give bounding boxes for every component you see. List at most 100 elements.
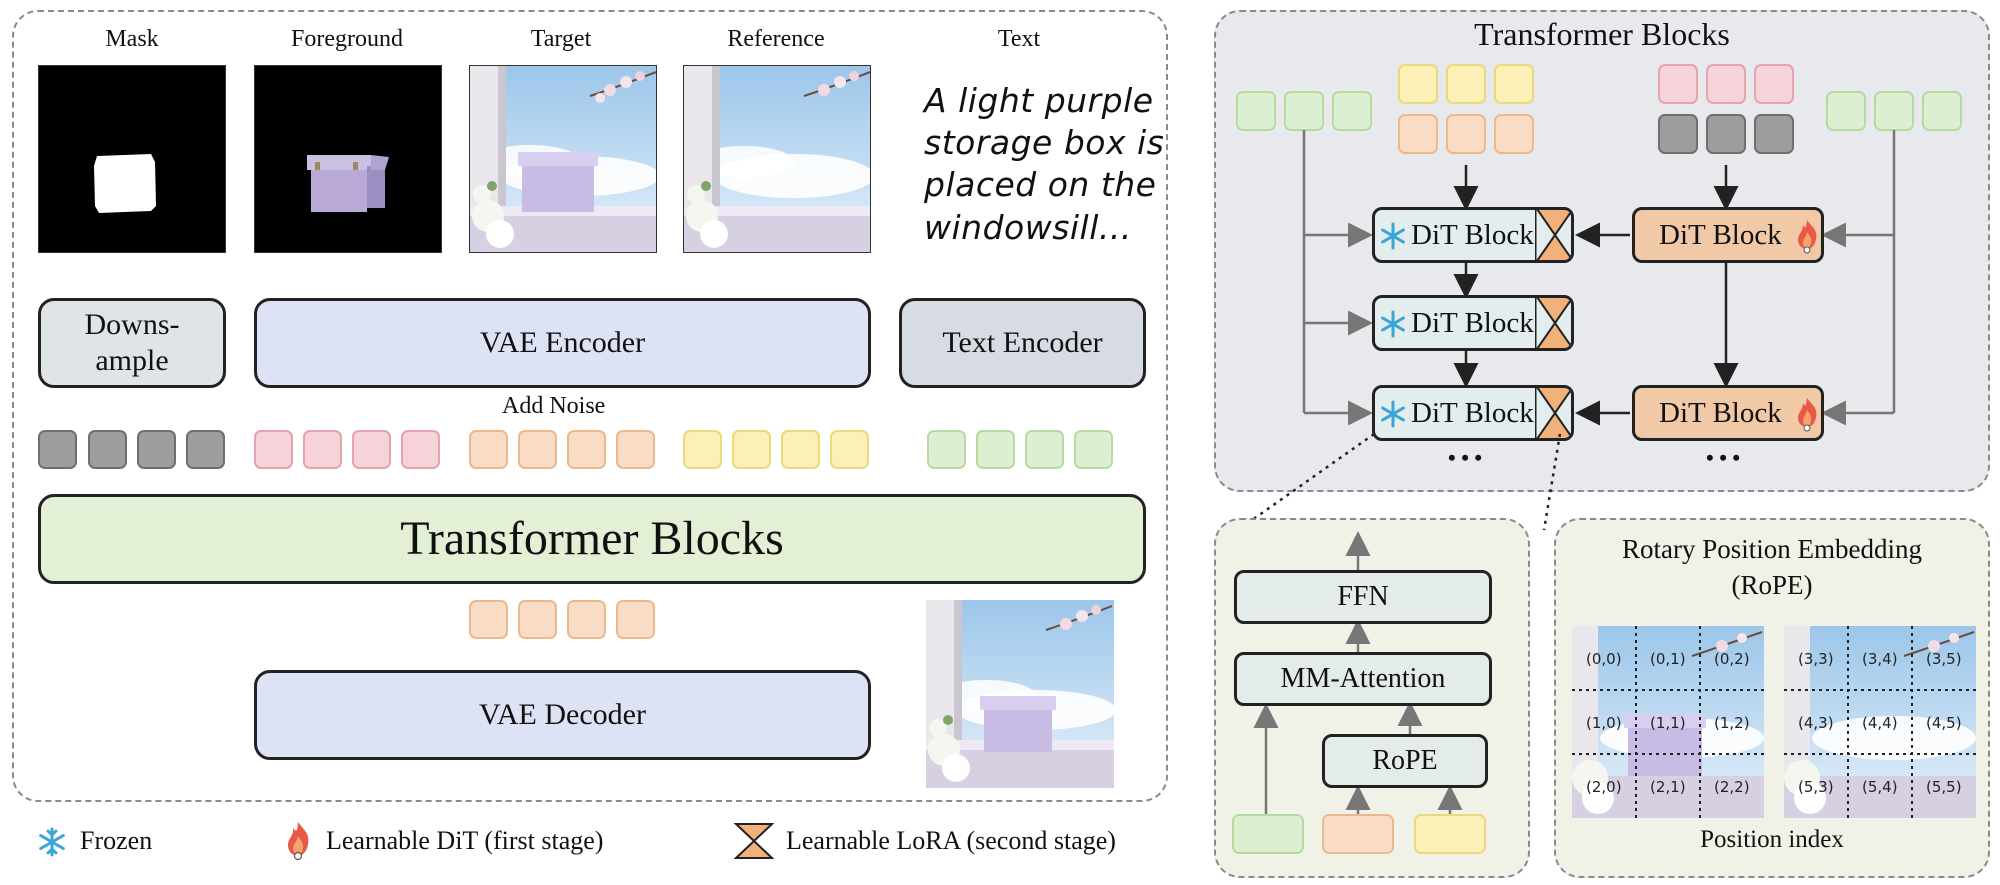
legend-learnable-lora: Learnable LoRA (second stage) — [786, 826, 1116, 855]
text-encoder-label: Text Encoder — [942, 326, 1103, 359]
position-index: (5,3) — [1798, 778, 1834, 796]
token — [781, 430, 820, 469]
ellipsis-frozen: • • • — [1448, 445, 1483, 470]
lora-hourglass-icon — [1535, 298, 1571, 348]
mm-attention-box: MM-Attention — [1234, 652, 1492, 706]
rope-label: RoPE — [1372, 745, 1438, 776]
token — [1446, 64, 1486, 104]
token — [1494, 64, 1534, 104]
frozen-dit-block-3: DiT Block — [1372, 385, 1574, 441]
token — [38, 430, 77, 469]
token — [254, 430, 293, 469]
token — [1494, 114, 1534, 154]
frozen-dit-block-2: DiT Block — [1372, 295, 1574, 351]
mask-shape — [94, 154, 156, 213]
rope-grid-reference: (3,3) (3,4) (3,5) (4,3) (4,4) (4,5) (5,3… — [1784, 626, 1976, 818]
token — [1706, 114, 1746, 154]
add-noise-label: Add Noise — [502, 393, 606, 419]
position-index: (0,0) — [1586, 650, 1622, 668]
text-label: Text — [997, 26, 1041, 52]
position-index: (1,1) — [1650, 714, 1686, 732]
mask-image — [38, 65, 226, 253]
token — [518, 600, 557, 639]
token — [567, 430, 606, 469]
ffn-label: FFN — [1337, 581, 1389, 612]
snowflake-icon — [39, 827, 65, 857]
token — [1074, 430, 1113, 469]
token — [732, 430, 771, 469]
token — [303, 430, 342, 469]
token — [1826, 91, 1866, 131]
lora-hourglass-icon — [1535, 210, 1571, 260]
token — [1874, 91, 1914, 131]
flame-icon — [288, 822, 309, 860]
prompt-text: A light purple storage box is placed on … — [924, 80, 1164, 249]
dit-label: DiT Block — [1411, 307, 1534, 339]
target-image — [469, 65, 657, 253]
prompt-line-2: storage box is — [924, 123, 1165, 163]
prompt-line-3: placed on the — [924, 165, 1157, 205]
orange-token — [1322, 814, 1394, 854]
token — [616, 600, 655, 639]
connector-arrows — [1302, 130, 1896, 426]
rope-footer: Position index — [1700, 826, 1844, 853]
output-image — [926, 600, 1114, 788]
zoom-connector-lines — [1237, 432, 1562, 532]
lora-hourglass-icon — [1535, 388, 1571, 438]
token — [1446, 114, 1486, 154]
ffn-box: FFN — [1234, 570, 1492, 624]
token — [1332, 91, 1372, 131]
downsample-label: Downs- ample — [84, 308, 180, 377]
learnable-dit-block-2: DiT Block — [1632, 385, 1824, 441]
foreground-image — [254, 65, 442, 253]
prompt-line-4: windowsill... — [924, 207, 1132, 247]
text-encoder-box: Text Encoder — [899, 298, 1146, 388]
token — [469, 430, 508, 469]
empty-window-scene-icon — [684, 66, 870, 252]
token — [401, 430, 440, 469]
position-index: (1,0) — [1586, 714, 1622, 732]
vae-decoder-label: VAE Decoder — [479, 698, 646, 731]
token — [976, 430, 1015, 469]
position-index: (5,4) — [1862, 778, 1898, 796]
snowflake-icon — [1381, 310, 1405, 338]
pipeline-panel — [12, 10, 1168, 802]
token — [1236, 91, 1276, 131]
token — [567, 600, 606, 639]
transformer-label: Transformer Blocks — [400, 512, 784, 566]
token — [1706, 64, 1746, 104]
yellow-token — [1414, 814, 1486, 854]
token — [1922, 91, 1962, 131]
token — [1398, 64, 1438, 104]
reference-thumbnail-icon — [1784, 626, 1976, 818]
transformer-panel-title: Transformer Blocks — [1474, 16, 1730, 52]
mask-label: Mask — [105, 26, 159, 52]
prompt-line-1: A light purple — [924, 81, 1154, 120]
transformer-detail-panel — [1214, 10, 1990, 492]
target-label: Target — [530, 26, 592, 52]
position-index: (4,4) — [1862, 714, 1898, 732]
position-index: (3,4) — [1862, 650, 1898, 668]
green-token — [1232, 814, 1304, 854]
output-scene-icon — [926, 600, 1114, 788]
rope-grid-target: (0,0) (0,1) (0,2) (1,0) (1,1) (1,2) (2,0… — [1572, 626, 1764, 818]
token — [1754, 114, 1794, 154]
position-index: (2,0) — [1586, 778, 1622, 796]
token — [469, 600, 508, 639]
snowflake-icon — [1381, 222, 1405, 250]
rope-title-line2: (RoPE) — [1731, 570, 1813, 600]
token — [137, 430, 176, 469]
position-index: (2,1) — [1650, 778, 1686, 796]
dit-label: DiT Block — [1659, 397, 1782, 429]
legend-frozen: Frozen — [80, 826, 153, 855]
transformer-blocks-bar: Transformer Blocks — [38, 494, 1146, 584]
reference-image — [683, 65, 871, 253]
ellipsis-learnable: • • • — [1706, 445, 1741, 470]
vae-encoder-box: VAE Encoder — [254, 298, 871, 388]
vae-decoder-box: VAE Decoder — [254, 670, 871, 760]
frozen-dit-block-1: DiT Block — [1372, 207, 1574, 263]
token — [616, 430, 655, 469]
flame-icon — [1798, 398, 1817, 432]
position-index: (5,5) — [1926, 778, 1962, 796]
token — [683, 430, 722, 469]
